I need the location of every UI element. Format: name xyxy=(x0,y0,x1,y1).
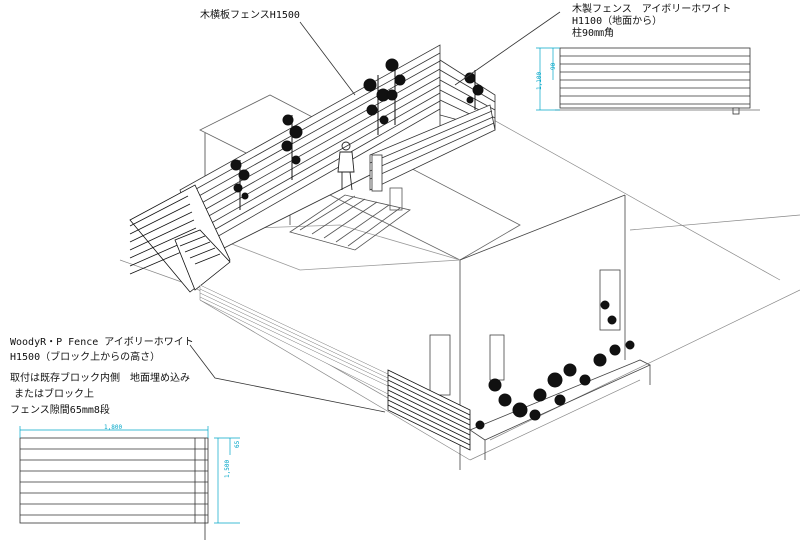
right-wood-fence xyxy=(369,59,496,192)
label-right-post: 柱90㎜角 xyxy=(572,28,615,39)
label-left-height: H1500（ブロック上からの高さ） xyxy=(10,352,161,363)
dim-right-sub: 90 xyxy=(550,62,557,70)
wood-deck xyxy=(289,187,411,251)
person-figure xyxy=(337,141,355,191)
dim-right-height: 1,100 xyxy=(536,71,543,90)
label-top-fence: 木横板フェンスH1500 xyxy=(200,10,300,21)
lower-dark-fence xyxy=(387,369,471,451)
label-left-install-1: 取付は既存ブロック内側 地面埋め込み xyxy=(10,373,190,384)
label-left-title: WoodyR・P Fence アイボリーホワイト xyxy=(10,337,194,348)
right-dimension-lines xyxy=(536,47,560,111)
left-dimension-lines xyxy=(19,426,240,524)
label-left-install-2: またはブロック上 xyxy=(14,389,94,400)
shrubs xyxy=(475,300,635,430)
tree-4 xyxy=(385,58,406,125)
label-right-title: 木製フェンス アイボリーホワイト xyxy=(572,4,732,15)
right-elevation xyxy=(555,47,760,115)
left-fence-box xyxy=(129,184,231,293)
dim-left-gap: 65 xyxy=(234,440,241,448)
label-right-height: H1100（地面から） xyxy=(572,16,663,27)
label-left-gap: フェンス隙間65mm8段 xyxy=(10,405,110,416)
leader-lines xyxy=(189,11,561,413)
dim-left-width: 1,800 xyxy=(104,424,123,431)
house-body xyxy=(194,94,626,470)
trees xyxy=(230,58,635,430)
tree-3 xyxy=(363,75,390,135)
tree-1 xyxy=(230,159,250,210)
dim-left-height: 1,500 xyxy=(224,459,231,478)
tree-5 xyxy=(464,70,484,110)
left-elevation xyxy=(19,437,209,540)
block-wall-mesh xyxy=(199,284,391,396)
tree-2 xyxy=(281,114,303,180)
